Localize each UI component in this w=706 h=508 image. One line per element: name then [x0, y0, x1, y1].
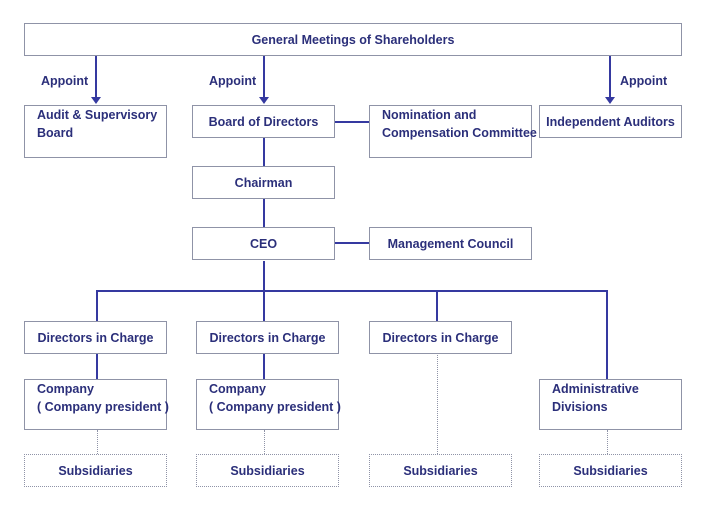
company-box-1-line2: ( Company president ): [37, 400, 169, 414]
independent-auditors-box: Independent Auditors: [539, 105, 682, 138]
directors-in-charge-box-2: Directors in Charge: [196, 321, 339, 354]
company-box-2-line1: Company: [209, 382, 266, 396]
bus-to-dic1-line: [96, 290, 98, 322]
bus-to-dic2-line: [263, 290, 265, 322]
board-of-directors-text: Board of Directors: [208, 114, 319, 129]
company2-to-sub2-dotted-line: [264, 430, 265, 454]
company1-to-sub1-dotted-line: [97, 430, 98, 454]
dic2-to-company2-line: [263, 354, 265, 380]
directors-in-charge-text-1: Directors in Charge: [37, 330, 154, 345]
subsidiaries-box-2: Subsidiaries: [196, 454, 339, 487]
ceo-text: CEO: [249, 236, 278, 251]
gms-to-audit-arrow: [91, 97, 101, 104]
directors-in-charge-text-2: Directors in Charge: [209, 330, 326, 345]
audit-board-line2: Board: [37, 126, 74, 140]
ceo-to-mgmt-line: [335, 242, 371, 244]
independent-auditors-text: Independent Auditors: [546, 114, 675, 129]
bus-to-dic3-line: [436, 290, 438, 322]
board-to-chairman-line: [263, 138, 265, 167]
gms-to-board-arrow: [259, 97, 269, 104]
management-council-text: Management Council: [387, 236, 514, 251]
dic1-to-company1-line: [96, 354, 98, 380]
company-box-2-line2: ( Company president ): [209, 400, 341, 414]
audit-board-line1: Audit & Supervisory: [37, 108, 158, 122]
subsidiaries-text-3: Subsidiaries: [403, 463, 478, 478]
gms-to-board-line: [263, 55, 265, 98]
subsidiaries-box-1: Subsidiaries: [24, 454, 167, 487]
division-bus-line: [96, 290, 608, 292]
appoint-label-left: Appoint: [41, 74, 89, 88]
subsidiaries-text-1: Subsidiaries: [58, 463, 133, 478]
chairman-text: Chairman: [234, 175, 293, 190]
appoint-label-right: Appoint: [620, 74, 668, 88]
audit-board-box: Audit & Supervisory Board: [24, 105, 167, 158]
directors-in-charge-text-3: Directors in Charge: [382, 330, 499, 345]
nomination-committee-box: Nomination and Compensation Committee: [369, 105, 537, 158]
ceo-box: CEO: [192, 227, 335, 260]
board-to-nomination-line: [335, 121, 371, 123]
company-box-2: Company ( Company president ): [196, 379, 341, 430]
dic3-to-sub3-dotted-line: [437, 355, 438, 454]
subsidiaries-box-3: Subsidiaries: [369, 454, 512, 487]
directors-in-charge-box-1: Directors in Charge: [24, 321, 167, 354]
bus-to-admin-line: [606, 290, 608, 380]
gms-to-audit-line: [95, 55, 97, 98]
general-meetings-box: General Meetings of Shareholders: [24, 23, 682, 56]
admin-to-sub4-dotted-line: [607, 430, 608, 454]
gms-to-independent-arrow: [605, 97, 615, 104]
administrative-divisions-line1: Administrative: [552, 382, 639, 396]
nomination-committee-line1: Nomination and: [382, 108, 477, 122]
appoint-label-middle: Appoint: [209, 74, 257, 88]
subsidiaries-text-2: Subsidiaries: [230, 463, 305, 478]
nomination-committee-line2: Compensation Committee: [382, 126, 537, 140]
subsidiaries-box-4: Subsidiaries: [539, 454, 682, 487]
company-box-1-line1: Company: [37, 382, 94, 396]
chairman-to-ceo-line: [263, 199, 265, 228]
management-council-box: Management Council: [369, 227, 532, 260]
subsidiaries-text-4: Subsidiaries: [573, 463, 648, 478]
chairman-box: Chairman: [192, 166, 335, 199]
administrative-divisions-box: Administrative Divisions: [539, 379, 682, 430]
general-meetings-text: General Meetings of Shareholders: [251, 32, 455, 47]
directors-in-charge-box-3: Directors in Charge: [369, 321, 512, 354]
ceo-to-bus-line: [263, 261, 265, 291]
company-box-1: Company ( Company president ): [24, 379, 169, 430]
administrative-divisions-line2: Divisions: [552, 400, 608, 414]
board-of-directors-box: Board of Directors: [192, 105, 335, 138]
gms-to-independent-line: [609, 55, 611, 98]
